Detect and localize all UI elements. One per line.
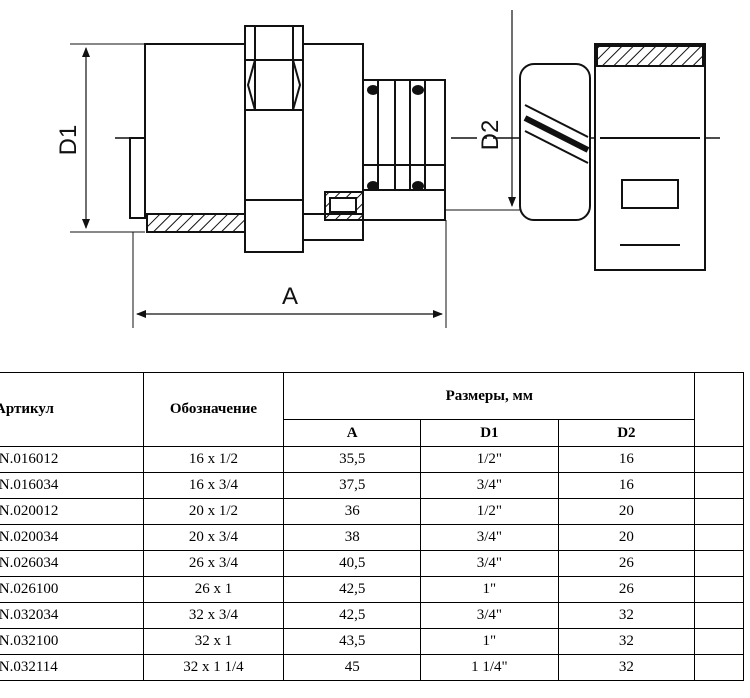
cell-article: .N.020012 — [0, 498, 144, 525]
cell-extra — [694, 446, 744, 473]
fitting-body — [129, 25, 446, 253]
cell-a: 43,5 — [283, 628, 422, 655]
cell-extra — [694, 602, 744, 629]
label-a: A — [282, 283, 298, 310]
cell-d2: 32 — [557, 654, 696, 681]
o-rings — [367, 85, 424, 191]
cell-d1: 1 1/4" — [420, 654, 559, 681]
union-nut — [594, 43, 706, 271]
cell-article: .N.016012 — [0, 446, 144, 473]
cell-a: 35,5 — [283, 446, 422, 473]
label-d2: D2 — [477, 120, 504, 151]
cell-extra — [694, 576, 744, 603]
cell-article: .N.026034 — [0, 550, 144, 577]
cell-d2: 26 — [557, 576, 696, 603]
header-a: A — [283, 419, 422, 447]
cell-a: 36 — [283, 498, 422, 525]
header-designation: Обозначение — [142, 372, 285, 447]
cell-d2: 16 — [557, 472, 696, 499]
header-row: Артикул Обозначение Размеры, мм — [0, 372, 744, 447]
cell-a: 38 — [283, 524, 422, 551]
cell-designation: 16 x 1/2 — [142, 446, 285, 473]
cell-designation: 20 x 3/4 — [142, 524, 285, 551]
cell-extra — [694, 498, 744, 525]
cell-article: .N.032114 — [0, 654, 144, 681]
cell-d1: 1/2" — [420, 498, 559, 525]
cell-designation: 16 x 3/4 — [142, 472, 285, 499]
cell-a: 40,5 — [283, 550, 422, 577]
cell-d1: 3/4" — [420, 472, 559, 499]
cell-extra — [694, 628, 744, 655]
compression-ring — [519, 63, 591, 221]
specification-table: Артикул Обозначение Размеры, мм A D1 D2 … — [0, 372, 744, 681]
cell-d1: 3/4" — [420, 550, 559, 577]
cell-d1: 3/4" — [420, 524, 559, 551]
cell-d1: 1/2" — [420, 446, 559, 473]
cell-extra — [694, 524, 744, 551]
header-article: Артикул — [0, 372, 144, 447]
cell-d2: 16 — [557, 446, 696, 473]
cell-d1: 1" — [420, 576, 559, 603]
cell-article: .N.026100 — [0, 576, 144, 603]
cell-extra — [694, 550, 744, 577]
cell-extra — [694, 654, 744, 681]
cell-a: 42,5 — [283, 576, 422, 603]
cell-article: .N.020034 — [0, 524, 144, 551]
cell-article: .N.016034 — [0, 472, 144, 499]
cell-d2: 32 — [557, 602, 696, 629]
cell-a: 37,5 — [283, 472, 422, 499]
header-extra — [694, 372, 744, 447]
cell-d2: 20 — [557, 498, 696, 525]
cell-a: 45 — [283, 654, 422, 681]
cell-designation: 32 x 1 — [142, 628, 285, 655]
cell-article: .N.032034 — [0, 602, 144, 629]
header-d1: D1 — [420, 419, 559, 447]
cell-designation: 20 x 1/2 — [142, 498, 285, 525]
cell-d2: 26 — [557, 550, 696, 577]
cell-designation: 26 x 3/4 — [142, 550, 285, 577]
header-d2: D2 — [557, 419, 696, 447]
header-subrow: A D1 D2 — [0, 419, 744, 447]
cell-designation: 26 x 1 — [142, 576, 285, 603]
fitting-technical-drawing: D1 A D2 — [55, 10, 720, 328]
dimension-a: A — [132, 220, 447, 328]
cell-d1: 3/4" — [420, 602, 559, 629]
dimension-d1: D1 — [55, 43, 145, 233]
cell-designation: 32 x 3/4 — [142, 602, 285, 629]
cell-d1: 1" — [420, 628, 559, 655]
cell-article: .N.032100 — [0, 628, 144, 655]
cell-d2: 32 — [557, 628, 696, 655]
dimension-d2: D2 — [440, 10, 525, 211]
cell-extra — [694, 472, 744, 499]
header-sizes: Размеры, мм — [283, 372, 696, 420]
cell-a: 42,5 — [283, 602, 422, 629]
cell-designation: 32 x 1 1/4 — [142, 654, 285, 681]
label-d1: D1 — [55, 125, 82, 156]
cell-d2: 20 — [557, 524, 696, 551]
